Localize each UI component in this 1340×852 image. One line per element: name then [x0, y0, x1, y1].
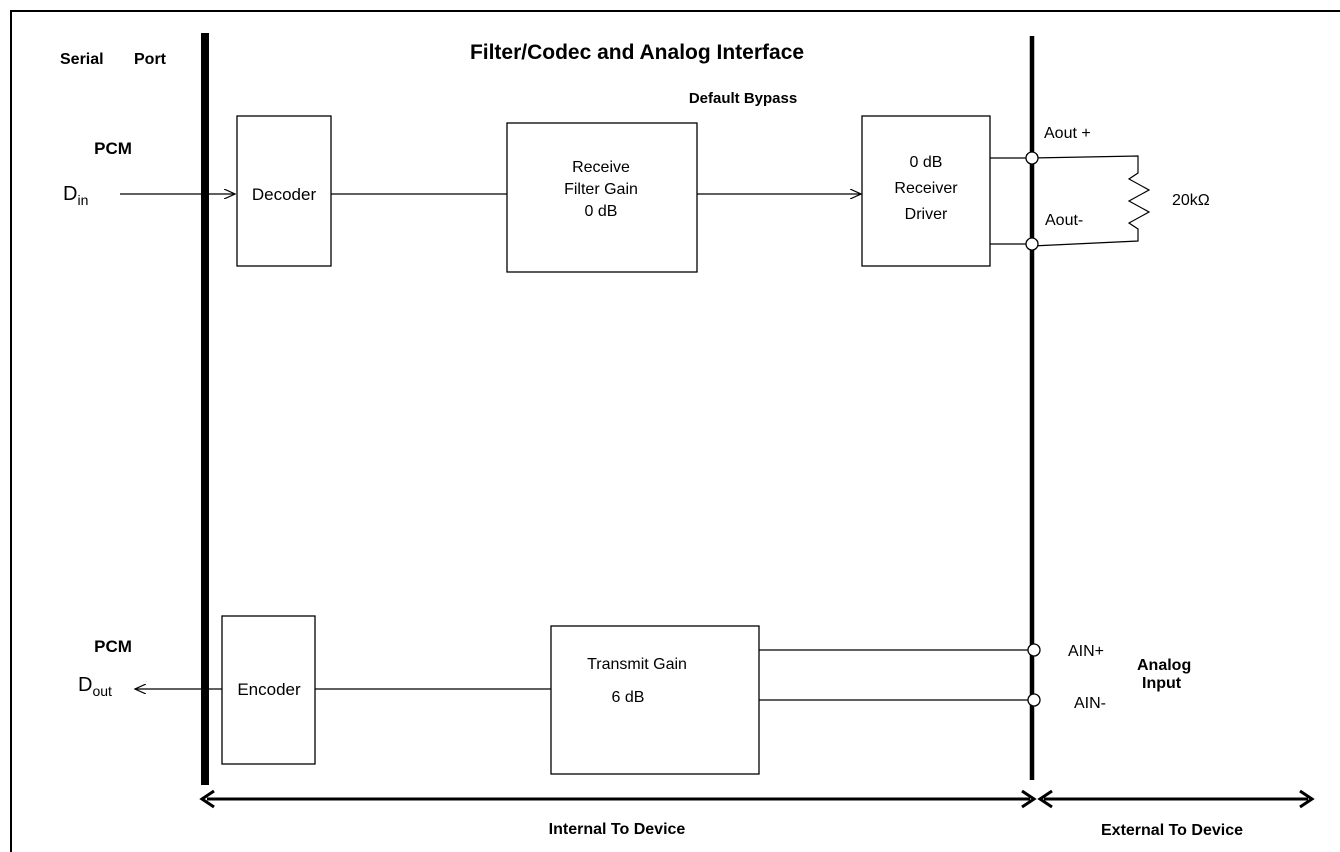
- resistor-loop: [1031, 155, 1151, 247]
- analog-input-line1: Analog: [1137, 657, 1191, 674]
- decoder-label: Decoder: [252, 185, 317, 204]
- aout-plus-label: Aout +: [1044, 125, 1091, 142]
- external-arrow-right: [1299, 789, 1315, 809]
- encoder-label: Encoder: [237, 680, 301, 699]
- ain-plus-label: AIN+: [1068, 643, 1104, 660]
- receive-filter-line2: Filter Gain: [564, 181, 638, 198]
- receiver-driver-block: [861, 115, 991, 267]
- default-bypass-label: Default Bypass: [689, 90, 797, 107]
- transmit-gain-line1: Transmit Gain: [587, 656, 687, 673]
- transmit-gain-line2: 6 dB: [612, 689, 645, 706]
- internal-to-device-label: Internal To Device: [549, 821, 686, 838]
- internal-arrow-left: [199, 789, 215, 809]
- external-to-device-label: External To Device: [1101, 822, 1243, 839]
- aout-plus-terminal: [1025, 151, 1039, 165]
- ain-minus-terminal: [1027, 693, 1041, 707]
- receiver-driver-line3: Driver: [905, 206, 948, 223]
- ain-minus-label: AIN-: [1074, 695, 1106, 712]
- aout-minus-terminal: [1025, 237, 1039, 251]
- receive-filter-line1: Receive: [572, 159, 630, 176]
- pcm-out-label: PCM: [94, 637, 132, 656]
- receiver-driver-line2: Receiver: [894, 180, 958, 197]
- receive-filter-block: [506, 122, 698, 273]
- analog-input-line2: Input: [1142, 675, 1182, 692]
- internal-arrow-right: [1021, 789, 1037, 809]
- dout-label: Dout: [78, 674, 112, 699]
- diagram-title: Filter/Codec and Analog Interface: [470, 41, 804, 64]
- receiver-driver-line1: 0 dB: [910, 154, 943, 171]
- receive-filter-line3: 0 dB: [585, 203, 618, 220]
- din-label: Din: [63, 183, 88, 208]
- serial-port-label-serial: Serial: [60, 51, 104, 68]
- decoder-block: [236, 115, 332, 267]
- transmit-gain-block: [550, 625, 760, 775]
- pcm-in-label: PCM: [94, 139, 132, 158]
- ain-plus-terminal: [1027, 643, 1041, 657]
- resistor-value-label: 20kΩ: [1172, 192, 1210, 209]
- aout-minus-label: Aout-: [1045, 212, 1083, 229]
- encoder-block: [221, 615, 316, 765]
- diagram-frame: [10, 10, 1340, 852]
- external-arrow-left: [1037, 789, 1053, 809]
- serial-port-label-port: Port: [134, 51, 167, 68]
